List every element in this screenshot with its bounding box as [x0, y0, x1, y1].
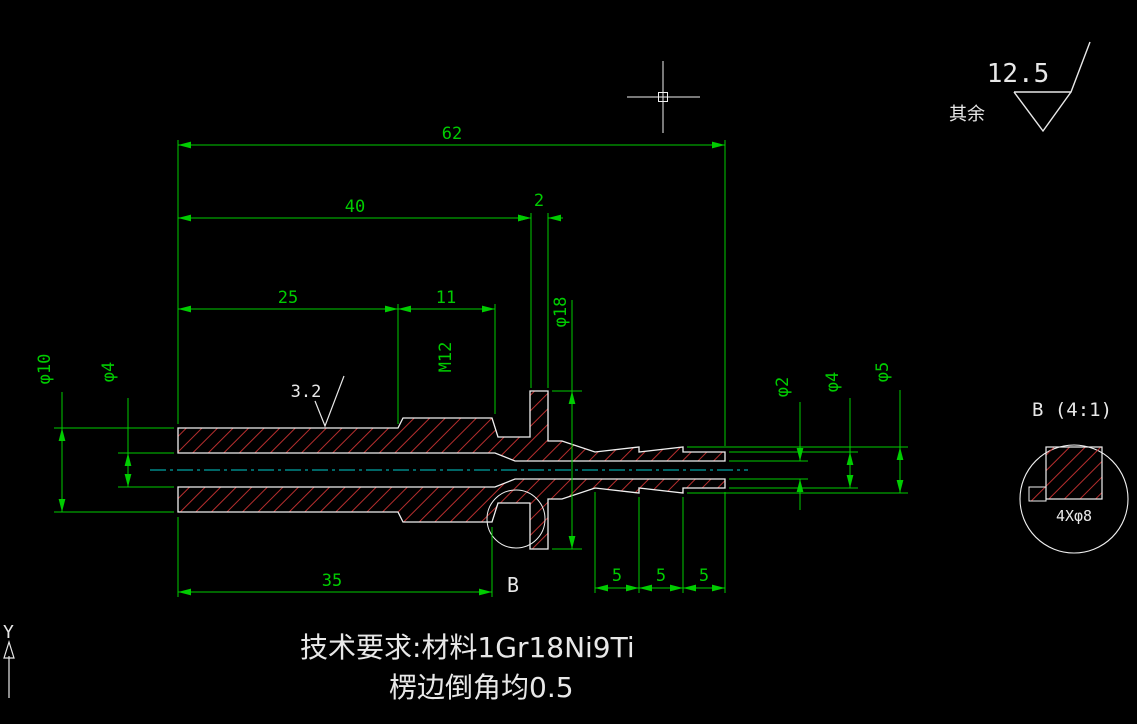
dim-m12: M12: [436, 342, 456, 373]
dim-5c: 5: [699, 566, 709, 586]
dim-35: 35: [322, 571, 342, 591]
tech-note-line1: 技术要求:材料1Gr18Ni9Ti: [300, 631, 635, 664]
dim-5a: 5: [612, 566, 622, 586]
roughness-general: 12.5 其余: [949, 41, 1091, 133]
part-lower-half: [177, 478, 726, 550]
detail-notch: [1028, 486, 1047, 502]
dimension-lines: [58, 141, 904, 596]
roughness-check-icon: [314, 375, 345, 428]
detail-hole-section: [1045, 446, 1103, 500]
dim-25: 25: [278, 288, 298, 308]
dimension-texts: 62 40 2 25 11 M12 φ18 φ10 φ4 φ2 φ4 φ5 35…: [35, 124, 893, 591]
ucs-y-label: Y: [3, 622, 14, 643]
technical-notes: 技术要求:材料1Gr18Ni9Ti 楞边倒角均0.5: [300, 631, 635, 704]
detail-marker-label: B: [507, 573, 519, 597]
extension-lines: [54, 140, 908, 597]
dim-dia18: φ18: [551, 297, 571, 328]
dim-40: 40: [345, 197, 365, 217]
detail-view-b: B (4:1) 4Xφ8: [1019, 399, 1129, 554]
roughness-local: 3.2: [291, 375, 345, 428]
detail-boundary-circle: [486, 489, 546, 549]
dim-dia10: φ10: [35, 354, 55, 385]
roughness-general-prefix: 其余: [949, 104, 985, 125]
dim-dia5: φ5: [873, 362, 893, 382]
crosshair-cursor-icon: [627, 61, 700, 133]
ucs-y-axis-icon: Y: [3, 622, 15, 698]
dim-dia4-left: φ4: [99, 362, 119, 382]
part-section-view: [177, 390, 726, 550]
dim-dia4-right: φ4: [823, 372, 843, 392]
dim-dia2: φ2: [773, 377, 793, 397]
tech-note-line2: 楞边倒角均0.5: [389, 671, 574, 704]
dim-2: 2: [534, 191, 544, 211]
roughness-general-value: 12.5: [987, 59, 1050, 89]
part-upper-half: [177, 390, 726, 462]
roughness-local-value: 3.2: [291, 382, 322, 402]
detail-hole-note: 4Xφ8: [1056, 507, 1092, 525]
detail-title: B (4:1): [1032, 399, 1112, 421]
dim-62: 62: [442, 124, 462, 144]
roughness-symbol-icon: [1013, 41, 1091, 133]
dim-11: 11: [436, 288, 456, 308]
detail-view-circle: [1019, 444, 1129, 554]
dim-5b: 5: [656, 566, 666, 586]
